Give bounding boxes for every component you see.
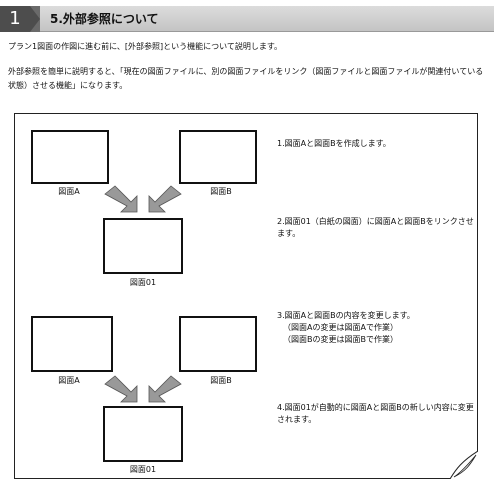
- arrow-b-to-o1-bottom: [148, 375, 182, 403]
- section-header: 1 5.外部参照について: [0, 6, 494, 32]
- label-drawing-a-top: 図面A: [58, 187, 80, 196]
- section-number: 1: [0, 6, 30, 32]
- step-1: 1.図面Aと図面Bを作成します。: [277, 139, 391, 148]
- section-title: 5.外部参照について: [50, 12, 159, 26]
- drawing-b-bottom: [179, 316, 257, 372]
- header-arrow-icon: [30, 6, 40, 32]
- page-curl-icon: [450, 451, 478, 479]
- drawing-o1-top: [103, 218, 183, 274]
- label-drawing-b-bottom: 図面B: [210, 376, 232, 385]
- step-3-note-a: （図面Aの変更は図面Aで作業）: [283, 323, 398, 332]
- step-3-note-b: （図面Bの変更は図面Bで作業）: [283, 335, 398, 344]
- arrow-b-to-o1-top: [148, 185, 182, 213]
- xref-diagram: 図面A 図面B 図面01 図面A 図面B 図面01 1.図面Aと図面Bを作成しま…: [14, 113, 478, 479]
- step-4: 4.図面01が自動的に図面Aと図面Bの新しい内容に変更されます。: [277, 403, 474, 424]
- arrow-a-to-o1-bottom: [104, 375, 138, 403]
- arrow-a-to-o1-top: [104, 185, 138, 213]
- header-bar: [40, 6, 494, 32]
- step-2: 2.図面01（白紙の図面）に図面Aと図面Bをリンクさせます。: [277, 217, 474, 238]
- label-drawing-o1-bottom: 図面01: [129, 465, 157, 474]
- label-drawing-o1-top: 図面01: [129, 278, 157, 287]
- intro-paragraph: プラン1図面の作図に進む前に、[外部参照]という機能について説明します。: [8, 42, 283, 51]
- drawing-a-top: [31, 130, 109, 184]
- definition-paragraph: 外部参照を簡単に説明すると、「現在の図面ファイルに、別の図面ファイルをリンク（図…: [8, 67, 484, 90]
- drawing-b-top: [179, 130, 257, 184]
- drawing-a-bottom: [31, 316, 113, 372]
- step-3: 3.図面Aと図面Bの内容を変更します。: [277, 311, 415, 320]
- label-drawing-a-bottom: 図面A: [58, 376, 80, 385]
- drawing-o1-bottom: [103, 406, 183, 462]
- label-drawing-b-top: 図面B: [210, 187, 232, 196]
